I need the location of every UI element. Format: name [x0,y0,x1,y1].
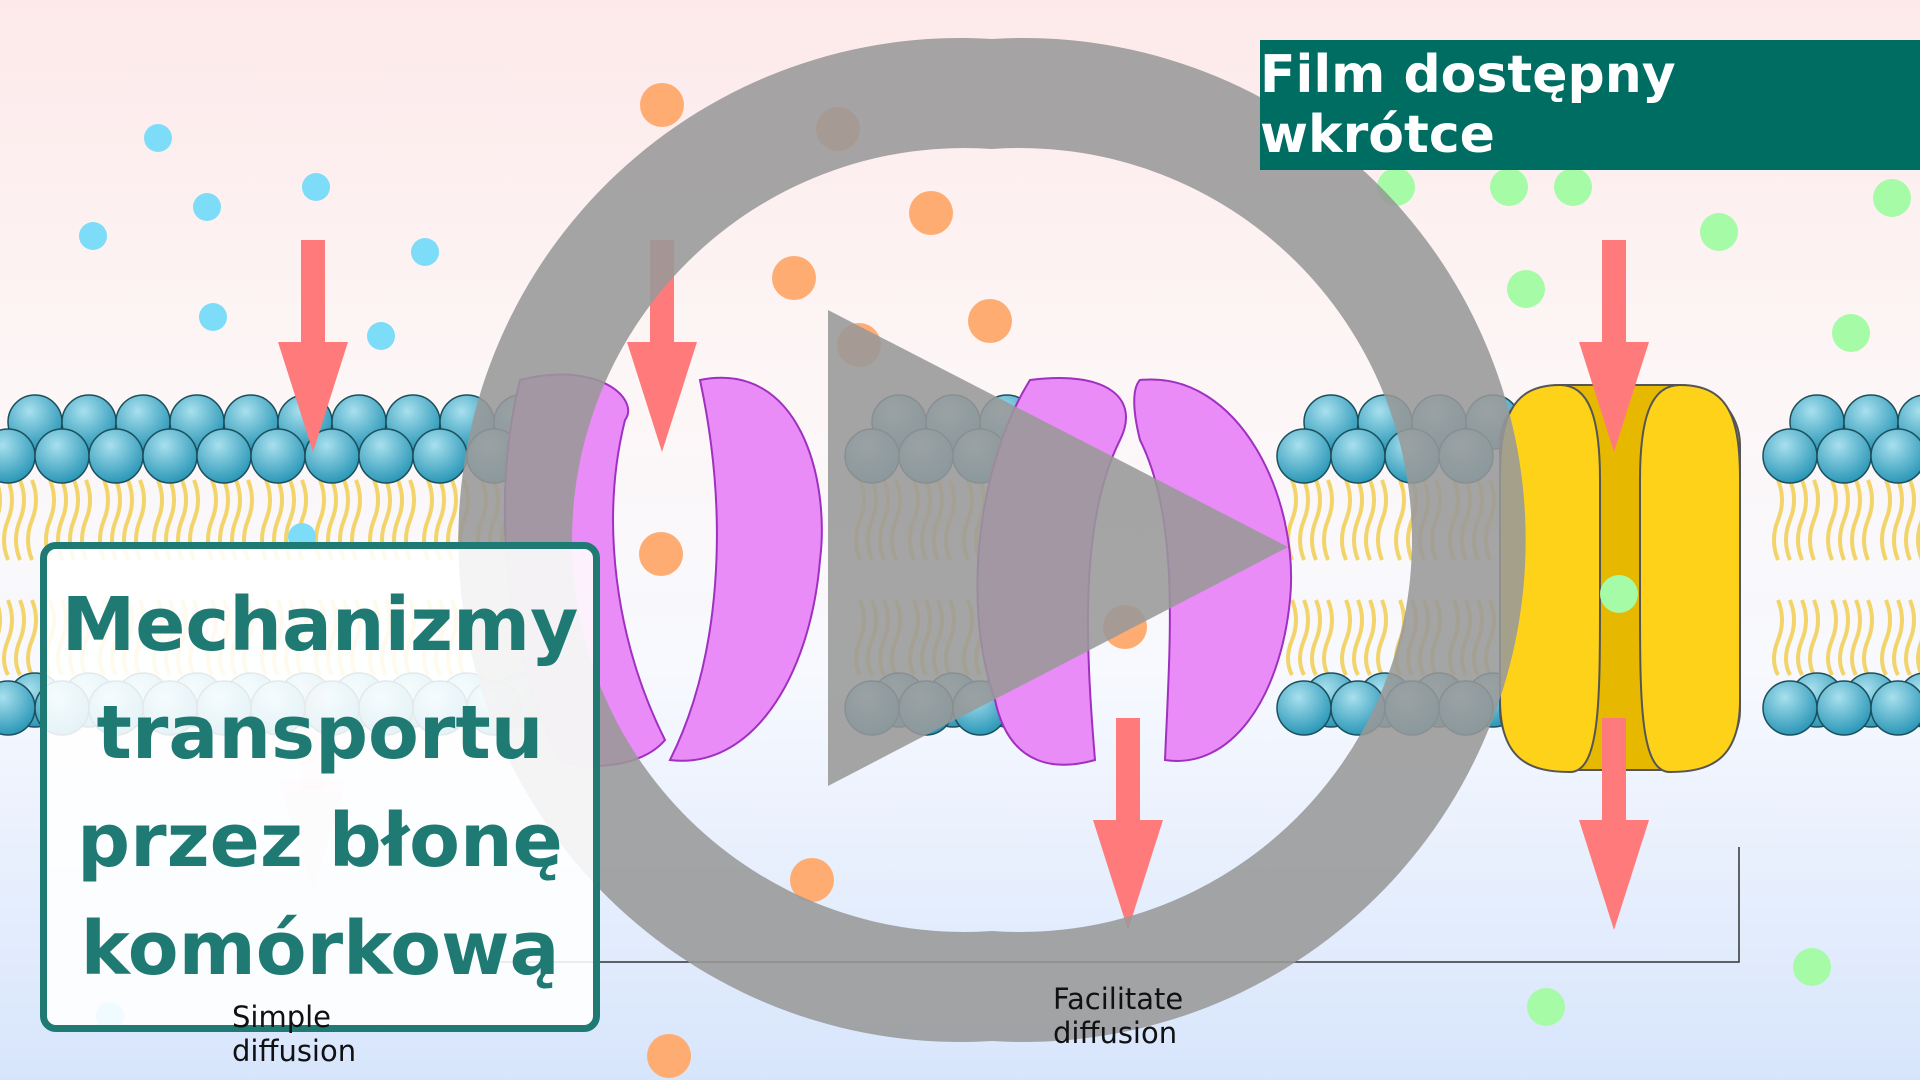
lipid-tail [1862,479,1874,676]
particle [411,238,439,266]
particle [79,222,107,250]
particle [1873,179,1911,217]
arrow-shaft [301,240,325,352]
particle [1554,168,1592,206]
particle [772,256,816,300]
lipid-tail [14,479,26,676]
particle [640,83,684,127]
particle [1490,168,1528,206]
label-line: Simple [232,1000,332,1034]
lipid-tail [1838,479,1850,676]
arrow-head [278,342,348,452]
lipid-tail [1892,479,1904,676]
label-line: diffusion [232,1034,357,1068]
arrow-shaft [1602,718,1626,830]
lipid-tail [1850,479,1862,676]
lipid-tail [1904,479,1916,676]
particle [639,532,683,576]
lipid-tail [1340,479,1352,676]
lipid-tail [1916,519,1920,676]
lipid-tail [1880,479,1892,676]
lipid-head [1870,680,1920,736]
particle [790,858,834,902]
title-line: transportu [96,690,544,776]
particle [193,193,221,221]
arrow-head [1579,342,1649,452]
simple-diffusion-label: Simple diffusion [232,1000,356,1068]
label-line: Facilitate [1053,982,1184,1016]
lipid-tail [1364,479,1376,676]
lipid-tail [1772,479,1784,676]
arrow-shaft [1116,718,1140,830]
title-line: przez błonę [77,798,563,884]
title-line: komórkową [80,906,560,992]
coming-soon-banner: Film dostępny wkrótce [1260,40,1920,170]
particle [909,191,953,235]
particle [1793,948,1831,986]
arrow-head [627,342,697,452]
particle [144,124,172,152]
title-line: Mechanizmy [61,582,579,668]
lipid-head [1870,428,1920,484]
lipid-tail [26,479,38,676]
title-card: Mechanizmy transportu przez błonę komórk… [40,542,600,1032]
lipid-tail [1808,479,1820,676]
play-icon[interactable] [828,310,1288,786]
particle [367,322,395,350]
lipid-tail [1376,479,1388,676]
particle [1832,314,1870,352]
lipid-tail [2,479,14,676]
lipid-tail [1310,479,1322,676]
lipid-tail [1796,479,1808,676]
lipid-tail [1298,479,1310,676]
particle [647,1034,691,1078]
lipid-tail [1826,479,1838,676]
particle [968,299,1012,343]
particle [1600,575,1638,613]
lipid-tail [1322,479,1334,676]
lipid-tail [1784,479,1796,676]
arrow-head [1579,820,1649,930]
arrow-head [1093,820,1163,930]
particle [1507,270,1545,308]
particle [1700,213,1738,251]
particle [1527,988,1565,1026]
particle [302,173,330,201]
label-line: diffusion [1053,1016,1178,1050]
lipid-tail [1352,479,1364,676]
facilitated-diffusion-label: Facilitate diffusion [1053,982,1183,1050]
arrow-shaft [1602,240,1626,352]
banner-text: Film dostępny wkrótce [1260,45,1676,165]
particle [199,303,227,331]
